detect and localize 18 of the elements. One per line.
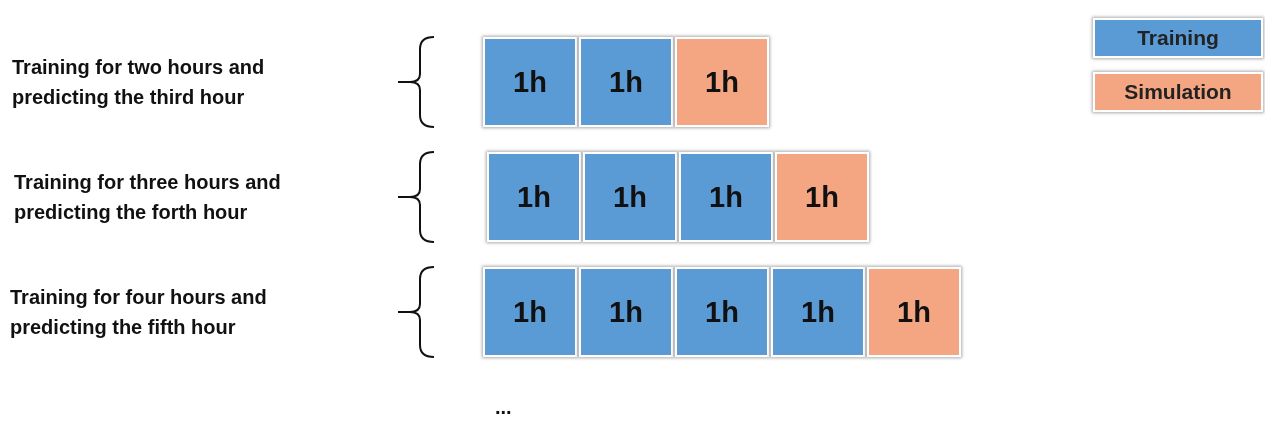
simulation-hour-block: 1h <box>775 152 869 242</box>
training-hour-block: 1h <box>675 267 769 357</box>
training-hour-block: 1h <box>579 37 673 127</box>
training-hour-block: 1h <box>771 267 865 357</box>
row-description: Training for four hours and predicting the fifth hour <box>10 285 268 340</box>
legend-swatch: Training <box>1093 18 1263 58</box>
training-hour-block: 1h <box>483 37 577 127</box>
legend-swatch: Simulation <box>1093 72 1263 112</box>
training-hour-block: 1h <box>679 152 773 242</box>
row-description: Training for three hours and predicting the forth hour <box>14 170 282 225</box>
training-hour-block: 1h <box>583 152 677 242</box>
simulation-hour-block: 1h <box>675 37 769 127</box>
training-hour-block: 1h <box>483 267 577 357</box>
simulation-hour-block: 1h <box>867 267 961 357</box>
training-hour-block: 1h <box>487 152 581 242</box>
ellipsis: ... <box>495 395 512 420</box>
row-description: Training for two hours and predicting the third hour <box>12 55 266 110</box>
training-hour-block: 1h <box>579 267 673 357</box>
